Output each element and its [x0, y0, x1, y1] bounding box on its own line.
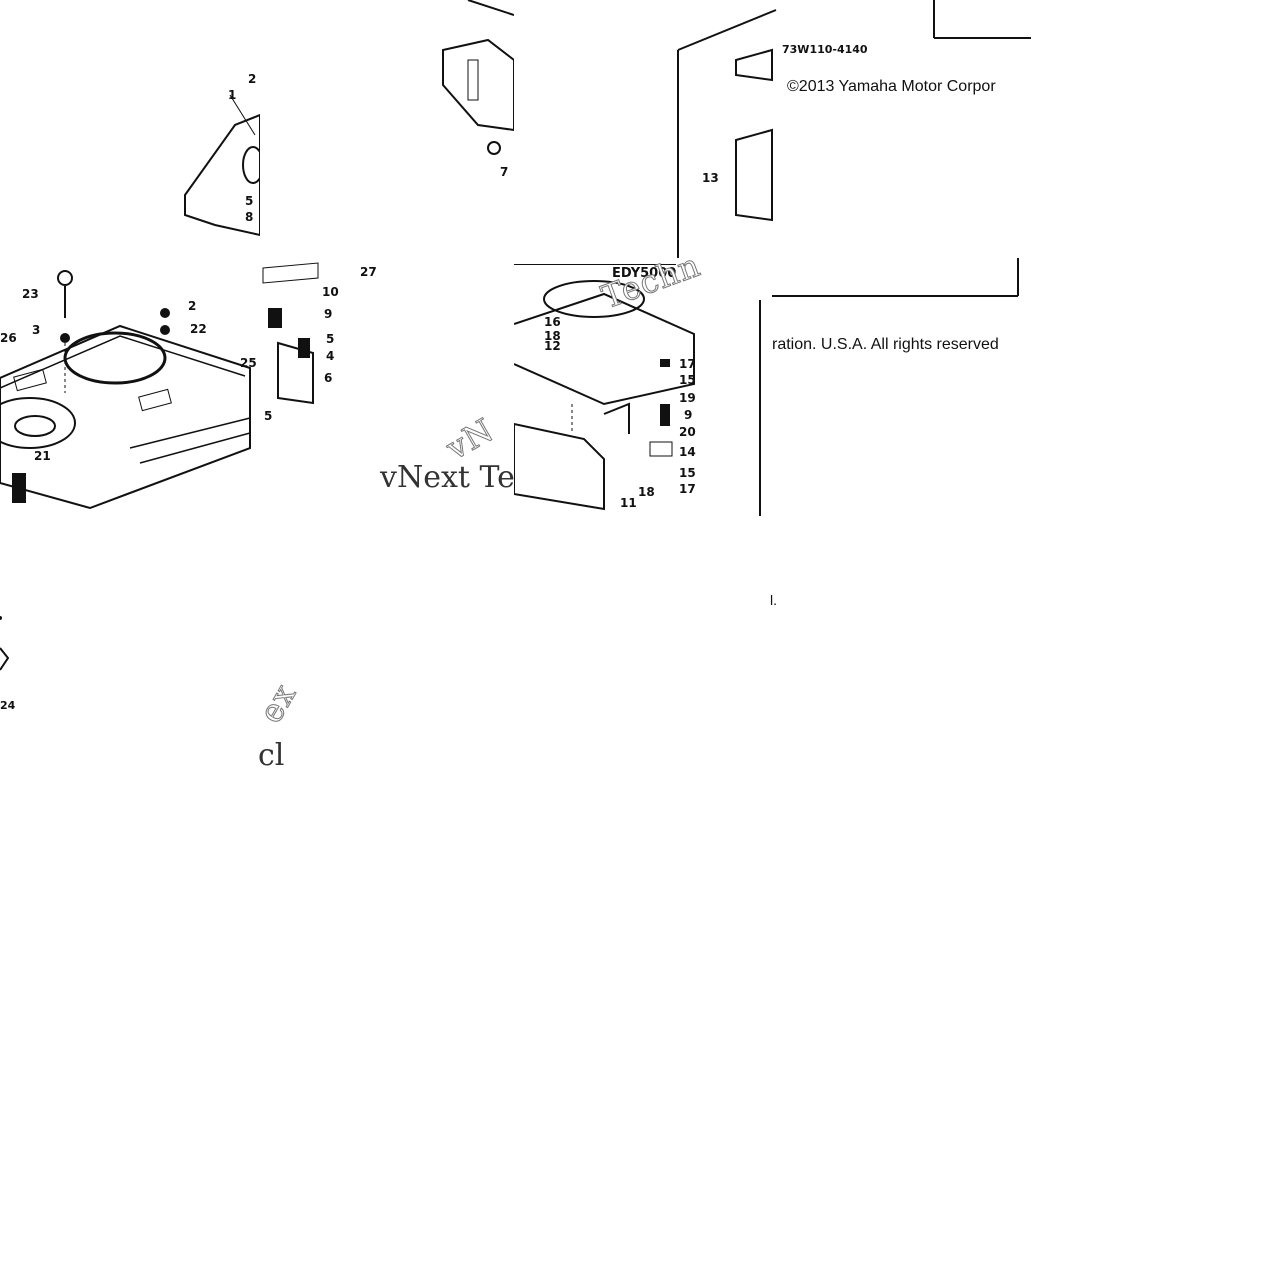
callout-2b: 2: [248, 72, 257, 86]
copyright-line-1: ©2013 Yamaha Motor Corpor: [787, 78, 996, 95]
callout-20: 20: [679, 425, 696, 439]
tile-edy-box: EDY5000DVE 16 18 12 17 15 19 9 20 14 15 …: [514, 264, 762, 516]
tile-top-left: 2 1 5 8: [175, 65, 260, 255]
callout-18: 18: [544, 329, 561, 343]
callout-9: 9: [324, 307, 333, 321]
callout-9b: 9: [684, 408, 693, 422]
callout-15: 15: [679, 373, 696, 387]
tile-bottom-left: 24: [0, 600, 40, 720]
fuel-tank-drawing: [0, 270, 251, 510]
callout-17b: 17: [679, 482, 696, 496]
copyright-line-2: ration. U.S.A. All rights reserved: [772, 336, 999, 353]
callout-14: 14: [679, 445, 696, 459]
callout-3: 3: [32, 323, 41, 337]
callout-17: 17: [679, 357, 696, 371]
callout-24: 24: [0, 699, 16, 712]
bracket-drawing: [262, 262, 319, 405]
watermark-2: vN: [439, 410, 501, 468]
callout-5: 5: [245, 194, 254, 208]
callout-7: 7: [500, 165, 509, 179]
callout-11: 11: [620, 496, 637, 510]
callout-1: 1: [228, 88, 237, 102]
mount-drawing: [514, 264, 762, 516]
callout-15b: 15: [679, 466, 696, 480]
frame-drawing: [677, 0, 1031, 297]
tile-upper-middle: 7: [438, 0, 514, 180]
callout-4: 4: [326, 349, 335, 363]
watermark-4: ex: [251, 676, 304, 730]
housing-drawing: [442, 0, 514, 155]
callout-2: 2: [188, 299, 197, 313]
callout-18b: 18: [638, 485, 655, 499]
stray-period: l.: [770, 592, 777, 608]
tile-left-drawing: 23 3 26 2 22 25 21: [0, 258, 258, 514]
callout-12: 12: [544, 339, 561, 353]
watermark-5: cl: [258, 738, 285, 773]
callout-26: 26: [0, 331, 17, 345]
callout-5c: 5: [264, 409, 273, 423]
callout-22: 22: [190, 322, 207, 336]
callout-25: 25: [240, 356, 257, 370]
tile-top-right: 13: [676, 0, 1031, 300]
callout-27: 27: [360, 265, 377, 279]
callout-5b: 5: [326, 332, 335, 346]
callout-19: 19: [679, 391, 696, 405]
callout-10: 10: [322, 285, 339, 299]
callout-13: 13: [702, 171, 719, 185]
callout-8: 8: [245, 210, 254, 224]
callout-6: 6: [324, 371, 333, 385]
callout-21: 21: [34, 449, 51, 463]
callout-23: 23: [22, 287, 39, 301]
callout-16: 16: [544, 315, 561, 329]
part-number: 73W110-4140: [782, 43, 868, 56]
tile-center: 10 9 5 4 6 5: [258, 258, 358, 438]
washer-drawing: [0, 616, 10, 671]
watermark-3: vNext Te: [380, 460, 515, 495]
cover-drawing: [184, 94, 260, 237]
